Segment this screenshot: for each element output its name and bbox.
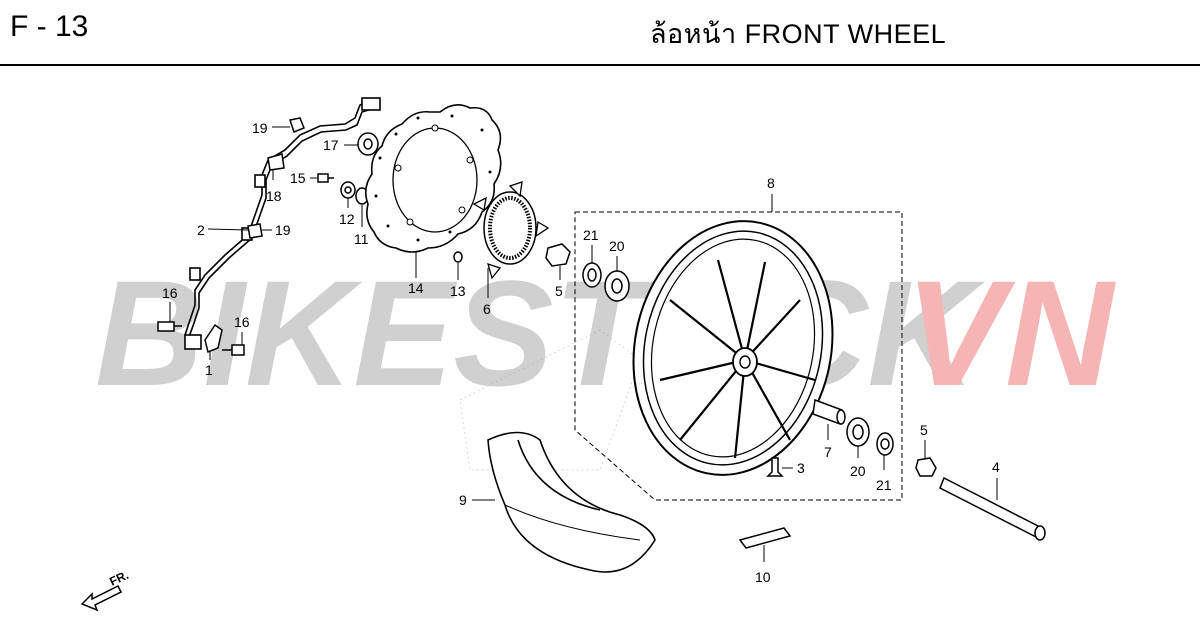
bolt-16a [157,321,182,332]
dust-seal-21a [582,262,602,288]
tire-valve [766,457,784,477]
callout-21b: 21 [876,477,892,493]
sensor-bracket [204,323,223,354]
pulser-ring [472,181,550,280]
callout-17: 17 [323,137,339,153]
callout-19b: 19 [275,222,291,238]
callout-1: 1 [205,362,213,378]
callout-18: 18 [266,188,282,204]
callout-11: 11 [354,231,369,247]
page-code: F - 13 [10,10,89,43]
wire-clip-19b [247,223,263,239]
collar-17 [357,132,379,156]
callout-4: 4 [992,459,1000,475]
wire-clip-18 [267,153,285,171]
callout-5b: 5 [920,422,928,438]
washer-13 [453,251,463,263]
watermark-text-gray: BIKESTOCK [95,249,985,417]
bearing-20a [604,270,630,302]
callout-labels: 19 17 15 18 2 19 12 11 14 13 6 5 21 20 8… [162,120,1000,585]
callout-21a: 21 [583,227,599,243]
bolt-16b [222,344,245,356]
wire-clip-19a [289,117,305,133]
callout-15: 15 [290,170,306,186]
page-title: ล้อหน้า FRONT WHEEL [650,19,947,49]
bolt-15 [317,173,334,183]
abs-sensor-wire [184,97,381,350]
brake-disc [364,104,502,253]
distance-collar-7 [812,398,846,426]
page-header: F - 13 ล้อหน้า FRONT WHEEL [0,0,1200,66]
callout-6: 6 [483,301,491,317]
callout-9: 9 [459,492,467,508]
fr-label: FR. [107,568,130,589]
callout-13: 13 [450,283,466,299]
callout-14: 14 [408,280,424,296]
callout-2: 2 [197,222,205,238]
watermark-text-red: VN [905,249,1116,417]
side-collar-5b [915,457,937,477]
callout-20a: 20 [609,238,625,254]
callout-3: 3 [797,460,805,476]
halftone-area [459,329,641,471]
nut-12 [340,181,356,199]
bearing-20b [846,417,870,447]
callout-19a: 19 [252,120,268,136]
watermark: BIKESTOCK VN [95,249,1116,417]
tire [487,431,656,573]
leader-lines [169,126,998,562]
callout-20b: 20 [850,463,866,479]
callout-16b: 16 [234,314,250,330]
front-axle [939,476,1046,541]
side-collar-5a [545,243,571,267]
callout-8: 8 [767,175,775,191]
callout-5a: 5 [555,283,563,299]
front-direction-arrow: FR. [80,568,131,612]
callout-16a: 16 [162,285,178,301]
callout-7: 7 [824,444,832,460]
wheel-assembly-outline [574,211,903,501]
balance-weight [738,527,792,549]
callout-12: 12 [339,211,355,227]
wheel-rim [632,220,834,476]
dust-seal-21b [876,432,894,456]
callout-10: 10 [755,569,771,585]
